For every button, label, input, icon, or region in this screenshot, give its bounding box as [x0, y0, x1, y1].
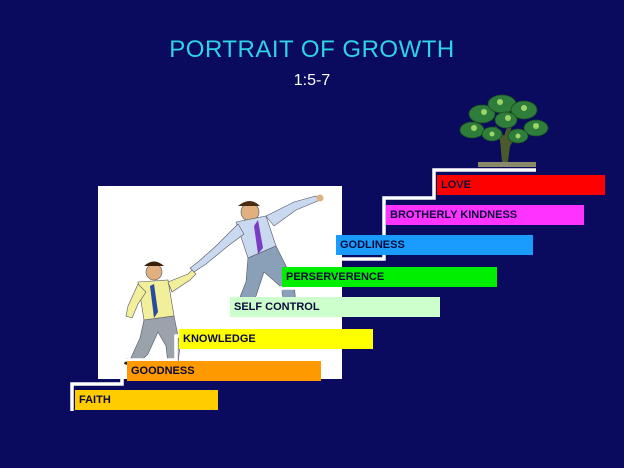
step-perserverence: PERSERVERENCE [282, 267, 497, 287]
step-label: GODLINESS [340, 239, 405, 251]
climbing-men-image [124, 194, 324, 370]
step-love: LOVE [437, 175, 605, 195]
step-brotherly-kindness: BROTHERLY KINDNESS [386, 205, 584, 225]
step-goodness: GOODNESS [127, 361, 321, 381]
step-self-control: SELF CONTROL [230, 297, 440, 317]
money-tree-icon [459, 94, 549, 167]
step-label: BROTHERLY KINDNESS [390, 209, 518, 221]
slide-subtitle: 1:5-7 [293, 72, 331, 89]
slide-title: PORTRAIT OF GROWTH [169, 36, 455, 63]
step-knowledge: KNOWLEDGE [179, 329, 373, 349]
step-label: LOVE [441, 179, 471, 191]
step-label: SELF CONTROL [234, 301, 320, 313]
step-label: FAITH [79, 394, 111, 406]
step-godliness: GODLINESS [336, 235, 533, 255]
step-label: GOODNESS [131, 365, 195, 377]
step-label: KNOWLEDGE [183, 333, 256, 345]
step-label: PERSERVERENCE [286, 271, 385, 283]
step-faith: FAITH [75, 390, 218, 410]
lower-man-figure [124, 261, 197, 370]
upper-man-figure [189, 194, 324, 316]
